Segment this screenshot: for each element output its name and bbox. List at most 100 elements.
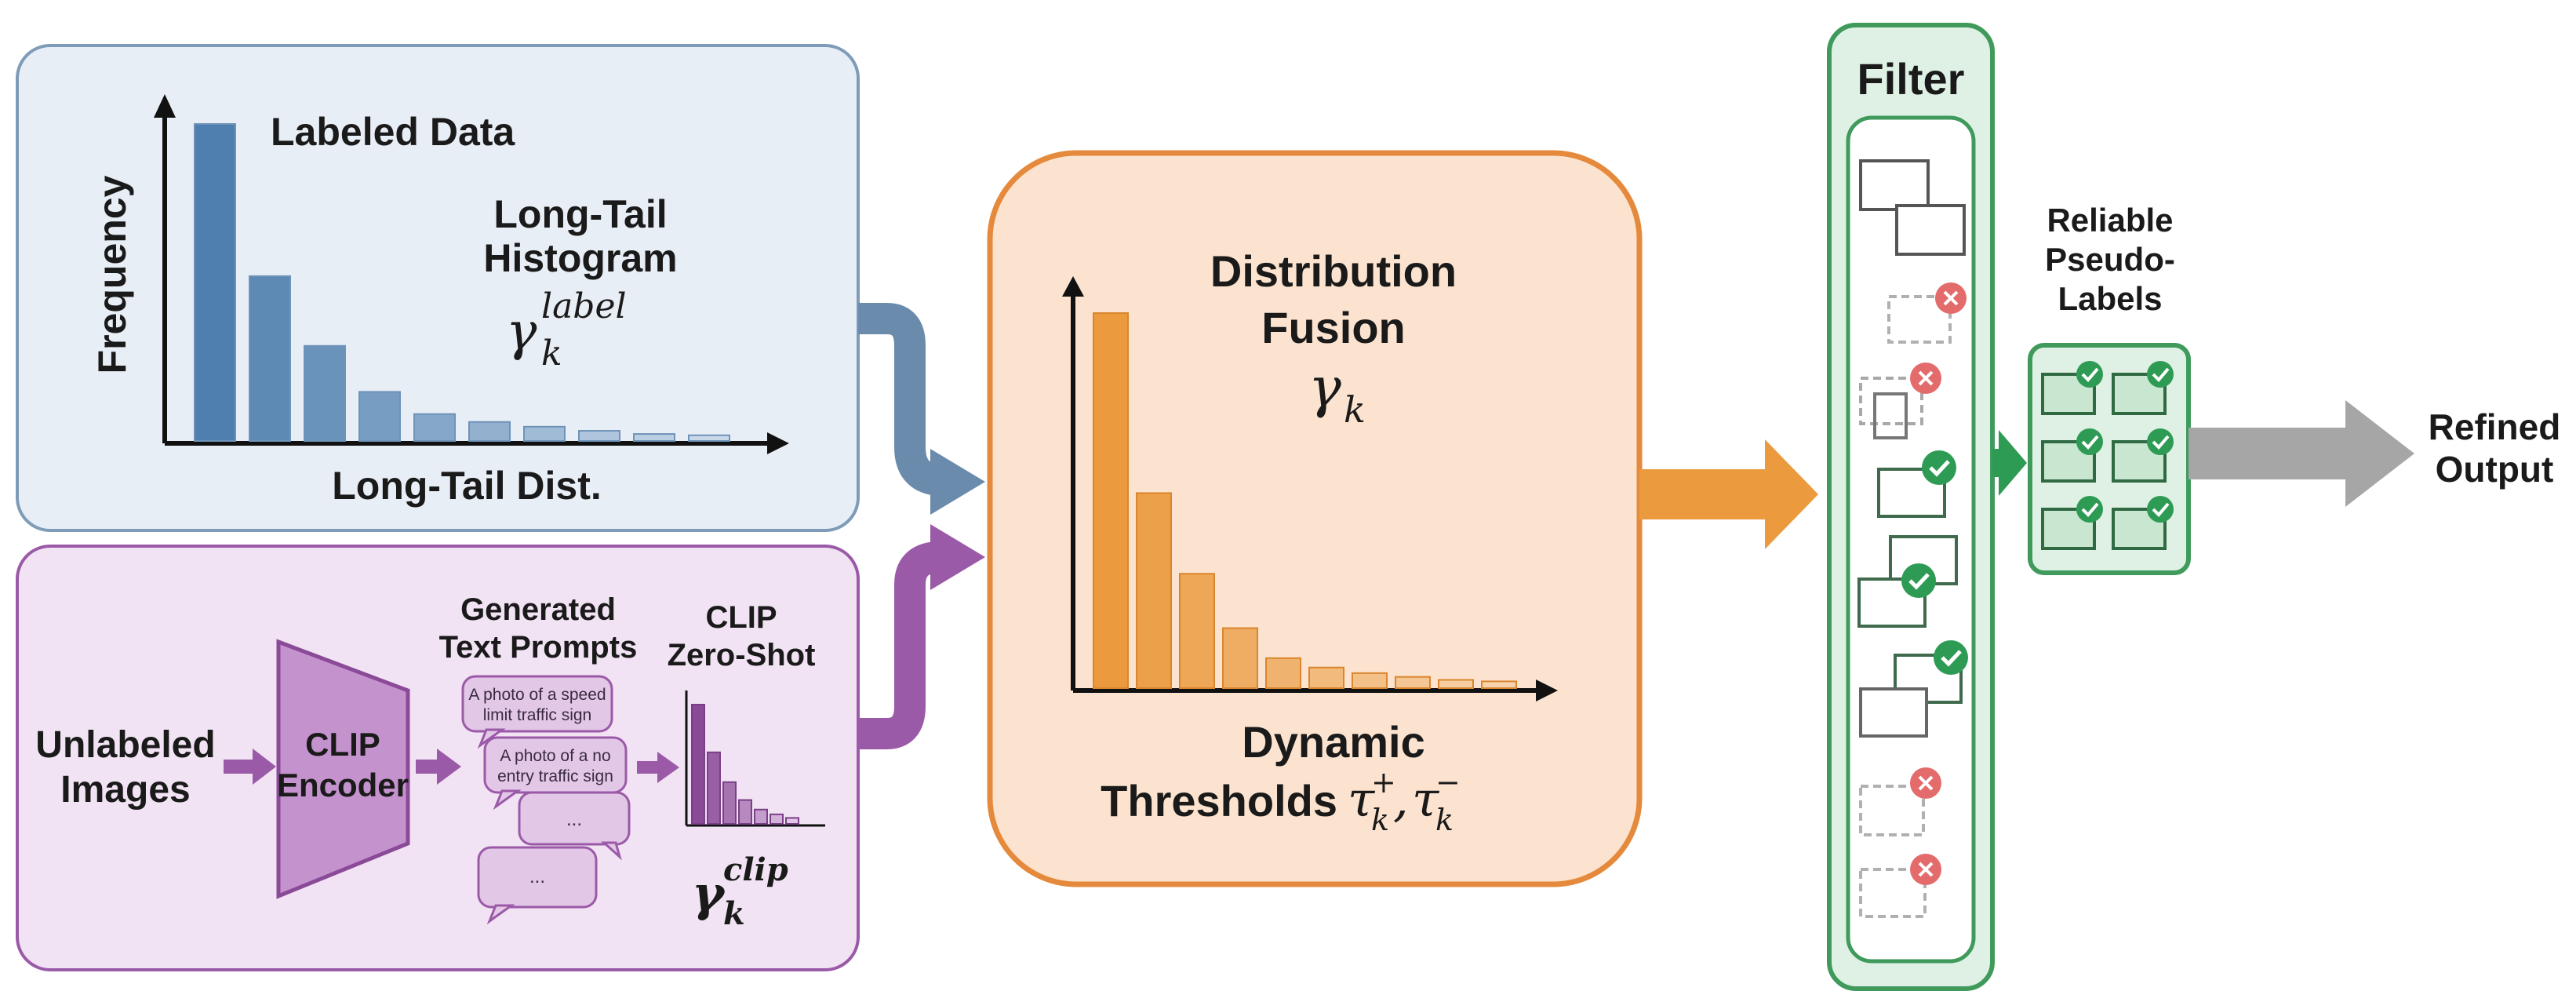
svg-text:γ: γ xyxy=(692,865,726,922)
reject-cross-icon-1 xyxy=(1935,282,1967,314)
fusion-title-line1: Distribution xyxy=(1210,246,1457,296)
svg-text:−: − xyxy=(1435,765,1461,800)
labeled-data-panel: Labeled Data Long-Tail Histogram γ k lab… xyxy=(16,44,860,532)
generated-prompts-line1: Generated xyxy=(460,592,616,627)
pseudo-label-cell-2 xyxy=(2112,361,2174,415)
prompt-bubble-2: A photo of a no entry traffic sign xyxy=(483,736,628,811)
svg-text:+: + xyxy=(1371,765,1396,800)
reliable-to-output-arrow xyxy=(2189,400,2414,507)
frequency-axis-label: Frequency xyxy=(90,175,134,373)
unlabeled-images-line2: Images xyxy=(60,769,190,811)
zeroshot-bar-5 xyxy=(754,808,768,825)
labeled-bar-2 xyxy=(249,275,291,443)
unlabeled-data-panel: Unlabeled Images CLIP Encoder Generated … xyxy=(16,545,860,971)
prompt-bubble-4: ... xyxy=(477,846,598,925)
svg-text:clip: clip xyxy=(723,851,788,888)
check-icon xyxy=(2147,361,2174,388)
labeled-bar-9 xyxy=(633,433,675,442)
svg-text:k: k xyxy=(1435,803,1454,837)
check-icon xyxy=(2076,496,2103,523)
gamma-fusion-symbol: γ k xyxy=(1308,355,1366,431)
candidate-box-1 xyxy=(1859,159,1966,256)
labeled-bar-6 xyxy=(468,421,511,443)
fusion-bar-8 xyxy=(1395,676,1431,689)
refined-output-line1: Refined xyxy=(2429,406,2561,447)
pseudo-label-cell-5 xyxy=(2041,496,2103,550)
candidate-box-5 xyxy=(1857,535,1958,628)
check-icon xyxy=(2076,361,2103,388)
reject-cross-icon-4 xyxy=(1910,854,1941,885)
histogram-label-line2: Histogram xyxy=(483,236,677,280)
svg-text:k: k xyxy=(1344,388,1366,431)
svg-text:k: k xyxy=(1371,803,1389,837)
candidate-box-2 xyxy=(1887,282,1967,344)
fusion-bar-3 xyxy=(1179,573,1215,690)
labeled-data-title: Labeled Data xyxy=(271,110,515,154)
candidate-box-7 xyxy=(1859,767,1941,836)
svg-text:τ: τ xyxy=(1412,771,1440,828)
zeroshot-bar-7 xyxy=(785,817,799,825)
zeroshot-bar-3 xyxy=(722,781,737,825)
reject-cross-icon-3 xyxy=(1910,767,1941,799)
reject-cross-icon-2 xyxy=(1910,363,1941,394)
labeled-histogram xyxy=(194,123,730,443)
pseudo-label-cell-1 xyxy=(2041,361,2103,415)
fusion-bar-2 xyxy=(1136,492,1172,689)
check-icon xyxy=(2147,428,2174,455)
check-icon xyxy=(2076,428,2103,455)
fusion-bar-5 xyxy=(1265,657,1301,690)
fusion-bar-1 xyxy=(1093,312,1129,689)
pseudo-label-cell-6 xyxy=(2112,496,2174,550)
clip-encoder: CLIP Encoder xyxy=(276,639,410,899)
candidate-box-6 xyxy=(1859,640,1968,738)
zeroshot-histogram xyxy=(691,704,799,825)
svg-text:label: label xyxy=(541,286,627,326)
prompt-bubble-1: A photo of a speed limit traffic sign xyxy=(461,675,613,749)
reliable-line3: Labels xyxy=(2058,280,2162,317)
clip-encoder-line2: Encoder xyxy=(277,767,409,803)
reliable-line1: Reliable xyxy=(2047,202,2173,239)
candidate-box-8 xyxy=(1859,854,1941,918)
filter-title: Filter xyxy=(1857,54,1965,104)
svg-text:A photo of a no: A photo of a no xyxy=(500,747,610,765)
labeled-bar-7 xyxy=(523,425,566,443)
svg-text:k: k xyxy=(541,333,562,373)
labeled-bar-8 xyxy=(578,430,620,443)
svg-text:...: ... xyxy=(529,866,545,887)
fusion-bar-9 xyxy=(1438,679,1474,690)
labeled-to-fusion-arrow xyxy=(858,303,985,515)
labeled-bar-10 xyxy=(688,434,730,443)
svg-text:γ: γ xyxy=(1308,355,1341,420)
svg-text:A photo of a speed: A photo of a speed xyxy=(468,686,606,704)
long-tail-dist-label: Long-Tail Dist. xyxy=(332,464,601,508)
candidate-box-3 xyxy=(1859,363,1941,439)
clip-zeroshot-line1: CLIP xyxy=(705,600,777,635)
labeled-bar-5 xyxy=(413,413,456,442)
fusion-bar-7 xyxy=(1352,672,1388,690)
refined-output-line2: Output xyxy=(2436,449,2554,490)
zeroshot-bar-6 xyxy=(770,813,784,825)
generated-prompts-line2: Text Prompts xyxy=(439,630,638,665)
fusion-histogram xyxy=(1093,312,1517,690)
labeled-bar-1 xyxy=(194,123,236,442)
fusion-bar-4 xyxy=(1222,627,1258,690)
fusion-bar-10 xyxy=(1481,680,1517,689)
svg-text:,: , xyxy=(1393,771,1409,828)
reliable-pseudo-labels-grid xyxy=(2028,343,2191,575)
prompt-bubble-3: ... xyxy=(518,791,631,861)
svg-text:limit traffic sign: limit traffic sign xyxy=(483,706,591,724)
fusion-bar-6 xyxy=(1308,666,1344,690)
zeroshot-bar-1 xyxy=(691,704,705,825)
pseudo-label-cell-3 xyxy=(2041,428,2103,483)
svg-text:Thresholds: Thresholds xyxy=(1101,776,1337,825)
accept-check-icon-3 xyxy=(1934,640,1968,675)
reliable-line2: Pseudo- xyxy=(2045,241,2175,278)
filter-panel: Filter xyxy=(1827,23,1995,991)
distribution-fusion-panel: Distribution Fusion γ k Dynamic Threshol… xyxy=(987,150,1643,887)
gamma-clip-symbol: γ k clip xyxy=(692,851,788,932)
histogram-label-line1: Long-Tail xyxy=(493,192,667,236)
svg-text:k: k xyxy=(723,895,745,932)
check-icon xyxy=(2147,496,2174,523)
pseudo-label-cell-4 xyxy=(2112,428,2174,483)
